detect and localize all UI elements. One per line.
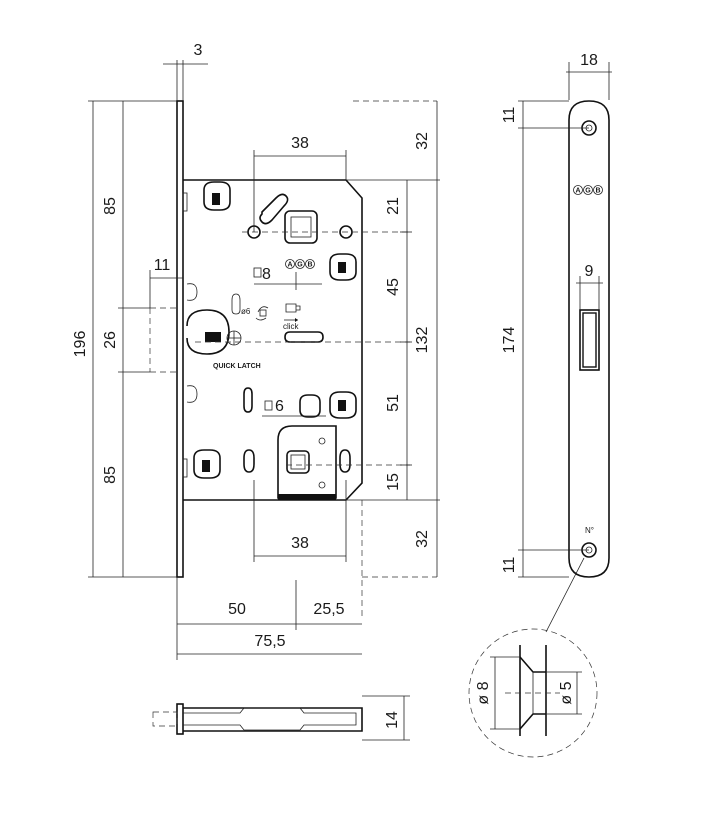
lower-vertical-slot <box>243 387 253 413</box>
mounting-lug-mid-right <box>329 253 357 281</box>
dia-symbol <box>264 400 273 411</box>
dia-symbol <box>253 267 262 278</box>
dim-11-plate-top: 11 <box>501 107 518 124</box>
dia6-slot-icon <box>231 293 241 315</box>
lower-follower <box>277 425 337 500</box>
dim-32-top: 32 <box>414 132 431 150</box>
mounting-lug-top-left <box>203 181 231 211</box>
dim-25-5: 25,5 <box>313 601 344 618</box>
dia6-small-label: ø6 <box>241 307 251 316</box>
mounting-lug-lower-right <box>329 391 357 419</box>
dim-32-bottom: 32 <box>414 530 431 548</box>
faceplate <box>176 100 184 578</box>
dim-85-top: 85 <box>102 197 119 215</box>
dim-38-bottom: 38 <box>291 535 309 552</box>
agb-letter: G <box>585 188 591 195</box>
latch-bolt <box>186 309 242 355</box>
dim-18: 18 <box>580 52 598 69</box>
hook-upper <box>186 283 198 301</box>
number-mark: N° <box>585 526 594 535</box>
dim-14: 14 <box>384 711 401 729</box>
agb-letter: A <box>287 262 292 269</box>
bottom-right-slot <box>339 449 351 473</box>
faceplate-front-view: N° A G B 18 11 174 11 9 <box>501 52 612 633</box>
dim-75-5: 75,5 <box>254 633 285 650</box>
dim-3: 3 <box>194 42 203 59</box>
bottom-left-slot <box>243 449 255 473</box>
dim-11-offset: 11 <box>154 257 171 274</box>
lock-top-view: 14 <box>152 695 410 741</box>
agb-letter: B <box>595 188 600 195</box>
agb-badge: A G B <box>285 259 315 269</box>
left-dimensions: 85 196 26 85 11 3 <box>72 42 208 578</box>
click-latch-icon <box>285 303 301 313</box>
detail-dia-8: ø 8 <box>475 681 492 704</box>
dim-dia6: 6 <box>275 398 284 415</box>
dim-196: 196 <box>72 331 89 358</box>
lock-body-side-view: A G B QUICK LATCH ø6 click <box>176 100 363 578</box>
cam-icon <box>259 309 267 317</box>
center-lines <box>149 100 437 620</box>
mounting-lug-bottom-left <box>193 449 221 479</box>
dim-9: 9 <box>585 263 594 280</box>
dim-132: 132 <box>414 327 431 354</box>
rotate-arrows-icon <box>255 306 269 321</box>
dim-38-top: 38 <box>291 135 309 152</box>
dim-26: 26 <box>102 331 119 349</box>
faceplate-tab <box>182 192 188 212</box>
dim-51: 51 <box>385 394 402 412</box>
click-label: click <box>283 322 300 331</box>
hook-lower <box>186 385 198 403</box>
faceplate-tab <box>182 458 188 478</box>
horizontal-slot <box>284 331 324 343</box>
agb-letter: G <box>297 262 303 269</box>
dim-174: 174 <box>501 327 518 354</box>
countersink-detail: ø 8 ø 5 <box>468 628 598 758</box>
mounting-lug-lower-center <box>299 394 321 418</box>
dim-85-bottom: 85 <box>102 466 119 484</box>
latch-opening <box>579 309 600 371</box>
dim-50: 50 <box>228 601 246 618</box>
dim-45: 45 <box>385 278 402 296</box>
right-dimensions: 32 21 45 132 51 15 32 <box>346 101 440 577</box>
bottom-width-dimensions: 50 25,5 75,5 <box>176 577 362 660</box>
dim-21: 21 <box>385 197 402 215</box>
dim-38-lines: 38 38 8 6 <box>253 135 347 562</box>
detail-dia-5: ø 5 <box>558 681 575 704</box>
agb-letter: A <box>575 188 580 195</box>
quick-latch-label: QUICK LATCH <box>213 363 261 370</box>
agb-letter: B <box>307 262 312 269</box>
faceplate-agb-badge: A G B <box>573 185 603 195</box>
dim-11-plate-bottom: 11 <box>501 557 518 574</box>
top-slot <box>259 193 289 225</box>
detail-leader <box>545 557 585 633</box>
dim-15: 15 <box>385 473 402 491</box>
dim-dia8: 8 <box>262 266 271 283</box>
upper-follower <box>284 210 318 244</box>
